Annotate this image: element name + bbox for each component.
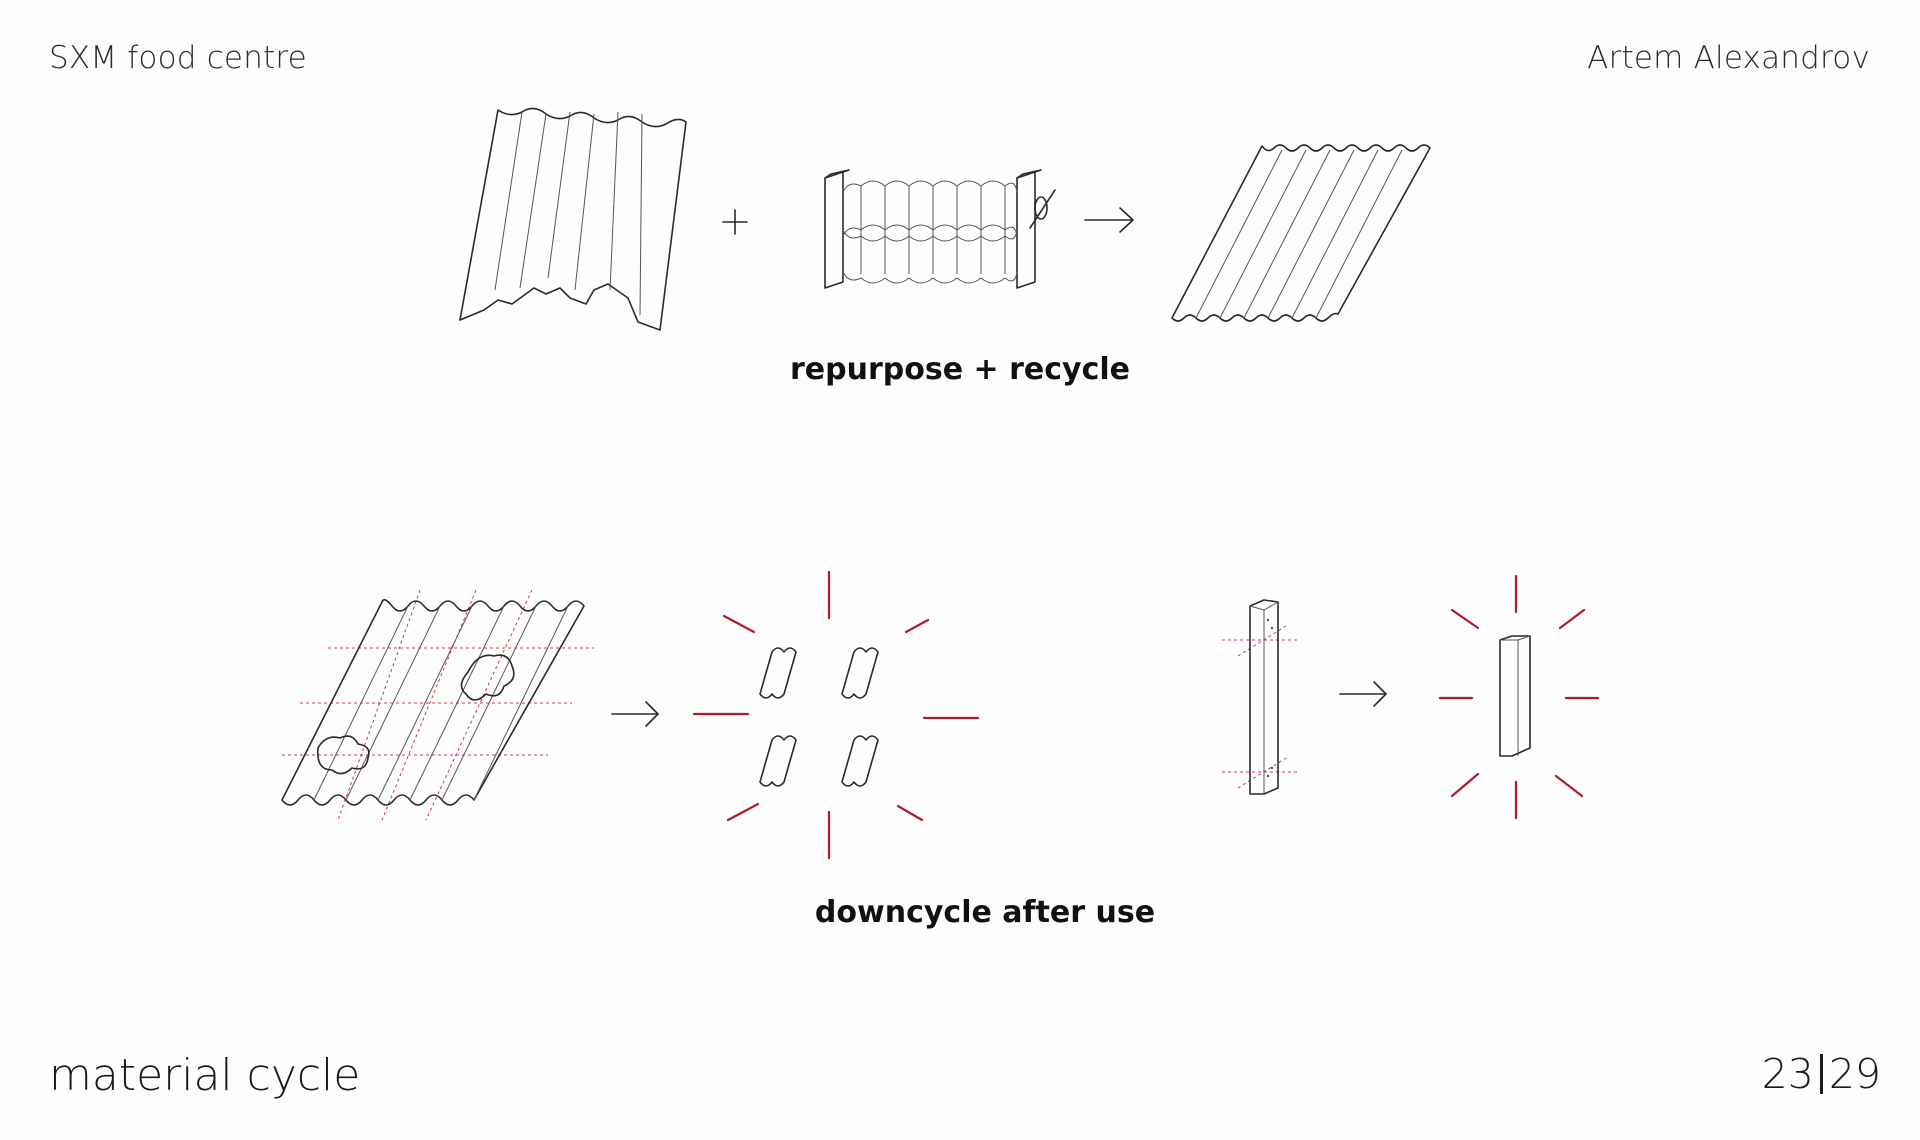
caption-repurpose-recycle: repurpose + recycle (790, 352, 1130, 387)
arrow-right-icon (611, 701, 659, 727)
project-title: SXM food centre (49, 40, 307, 76)
damaged-sheet-illustration (459, 107, 687, 331)
arrow-right-icon (1084, 207, 1134, 233)
recycling-press-illustration (824, 169, 1056, 289)
arrow-right-icon (1339, 681, 1387, 707)
cut-pieces-illustration (692, 570, 980, 860)
caption-downcycle: downcycle after use (814, 895, 1156, 930)
slide-title: material cycle (49, 1050, 361, 1101)
beam-piece-illustration (1438, 574, 1600, 820)
page-total: 29 (1828, 1050, 1881, 1098)
new-sheet-illustration (1171, 144, 1431, 322)
page-separator (1819, 1054, 1823, 1094)
worn-sheet-illustration (281, 589, 594, 821)
beam-illustration (1222, 599, 1298, 795)
plus-icon (722, 209, 748, 235)
page-current: 23 (1761, 1050, 1814, 1098)
page-number: 23 29 (1762, 1050, 1881, 1098)
author-name: Artem Alexandrov (1587, 40, 1870, 76)
